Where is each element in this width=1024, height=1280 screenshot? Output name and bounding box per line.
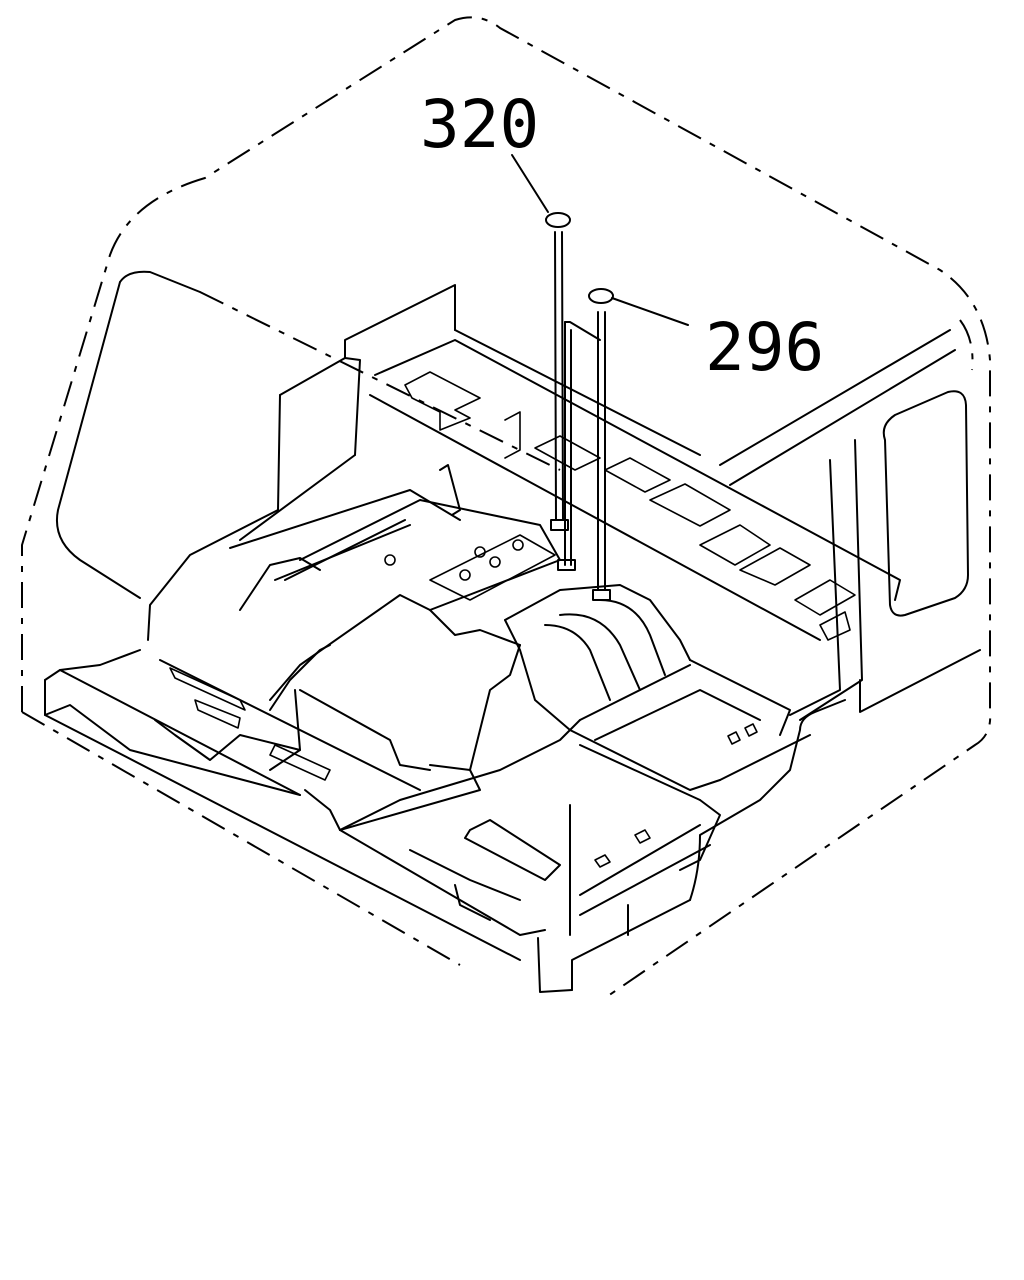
back-wall	[344, 284, 956, 721]
callout-320: 320	[420, 86, 571, 531]
stud-bracket	[557, 321, 601, 571]
left-window	[56, 270, 561, 599]
front-floor-left	[44, 649, 431, 831]
cab-outline	[21, 16, 992, 999]
callout-320-label: 320	[420, 86, 539, 163]
right-window	[882, 390, 969, 617]
callout-320-stud-line	[554, 231, 557, 521]
callout-296-leader	[611, 297, 689, 326]
rear-floor-ribs	[369, 339, 901, 641]
lower-body-edge	[44, 649, 981, 993]
callout-320-leader	[511, 154, 549, 213]
right-seat-pan	[504, 584, 791, 801]
front-floor-right	[339, 799, 721, 936]
callout-320-marker	[545, 212, 571, 228]
callout-296-label: 296	[705, 309, 824, 386]
center-tunnel	[269, 499, 581, 831]
left-side-panel	[147, 357, 461, 641]
callout-296-marker	[588, 288, 614, 304]
callout-296: 296	[588, 288, 824, 601]
